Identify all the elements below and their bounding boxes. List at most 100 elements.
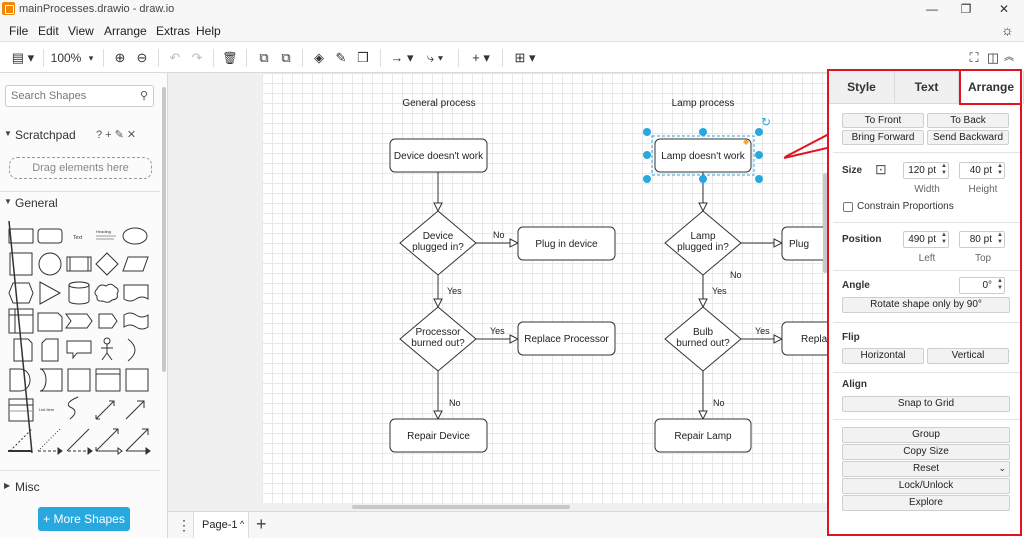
fill-color-icon[interactable]: ◈ [314, 50, 324, 65]
zoom-dropdown-icon[interactable]: ▾ [88, 53, 94, 63]
group-button[interactable]: Group [842, 427, 1010, 443]
search-shapes-input[interactable]: Search Shapes ⚲ [5, 85, 154, 107]
lamp-a1-label: Plug [789, 239, 809, 250]
angle-input[interactable]: 0°▲▼ [959, 277, 1005, 294]
general-shapes-grid[interactable]: Text Heading [4, 221, 158, 461]
lamp-q2-line1: Bulb [693, 327, 713, 338]
lamp-no-label-1: No [730, 270, 742, 280]
flip-horizontal-button[interactable]: Horizontal [842, 348, 924, 364]
shapes-sidebar: Search Shapes ⚲ ▼ Scratchpad ? + ✎ ✕ Dra… [0, 73, 168, 538]
delete-icon[interactable]: 🗑 [222, 51, 238, 65]
zoom-out-icon[interactable]: ⊖ [136, 50, 148, 65]
bring-forward-button[interactable]: Bring Forward [842, 130, 924, 145]
general-no-label-1: No [493, 230, 505, 240]
general-header[interactable]: ▼ General [0, 193, 160, 215]
fullscreen-icon[interactable]: ⛶ [969, 50, 979, 65]
align-label: Align [842, 379, 867, 390]
shape-step [65, 313, 93, 329]
menu-extras[interactable]: Extras [156, 24, 191, 38]
settings-icon[interactable]: ☼ [1001, 22, 1014, 38]
autosize-icon[interactable]: ⊡ [875, 161, 887, 177]
explore-button[interactable]: Explore [842, 495, 1010, 511]
shape-list [95, 368, 121, 392]
zoom-select[interactable]: 100% [50, 51, 82, 65]
close-window-button[interactable]: ✕ [998, 2, 1010, 16]
lock-unlock-button[interactable]: Lock/Unlock [842, 478, 1010, 494]
shape-delay [9, 368, 31, 392]
canvas-horizontal-scrollbar[interactable] [352, 505, 570, 509]
pages-menu-icon[interactable]: ⋮ [177, 517, 191, 533]
tab-text[interactable]: Text [895, 71, 959, 104]
flip-vertical-button[interactable]: Vertical [927, 348, 1009, 364]
shape-curve [67, 396, 79, 420]
tab-style[interactable]: Style [829, 71, 895, 104]
menu-help[interactable]: Help [196, 24, 221, 38]
lamp-replace-node[interactable] [781, 321, 828, 356]
menu-file[interactable]: File [9, 24, 29, 38]
table-icon[interactable]: ⊞ ▾ [514, 50, 536, 65]
connection-style-icon[interactable]: → ▾ [390, 50, 414, 65]
shape-arrow [125, 400, 145, 420]
redo-icon[interactable]: ↷ [191, 50, 203, 65]
constrain-proportions-checkbox[interactable] [843, 202, 853, 212]
general-replace-node[interactable] [517, 321, 616, 356]
copy-size-button[interactable]: Copy Size [842, 444, 1010, 460]
maximize-button[interactable]: ❐ [960, 2, 972, 16]
scratchpad-header[interactable]: ▼ Scratchpad ? + ✎ ✕ [0, 125, 160, 147]
shape-card [41, 338, 59, 362]
shape-square [9, 252, 33, 276]
to-back-icon[interactable]: ⧉ [281, 50, 291, 65]
more-shapes-button[interactable]: + More Shapes [38, 507, 130, 531]
line-color-icon[interactable]: ✎ [335, 50, 347, 65]
sidebar-scrollbar[interactable] [162, 87, 166, 372]
connector-shapes-row[interactable] [6, 445, 156, 457]
to-front-icon[interactable]: ⧉ [259, 50, 269, 65]
diagram-canvas[interactable]: General process Lamp process Device does… [168, 73, 828, 511]
height-input[interactable]: 40 pt▲▼ [959, 162, 1005, 179]
add-page-icon[interactable]: + [256, 514, 267, 534]
insert-icon[interactable]: + ▾ [472, 50, 490, 65]
canvas-vertical-scrollbar[interactable] [823, 173, 827, 273]
menu-edit[interactable]: Edit [38, 24, 59, 38]
reset-chevron-down-icon[interactable]: ⌄ [998, 463, 1006, 473]
page-tab-caret-icon[interactable]: ^ [240, 519, 245, 529]
lamp-q2-line2: burned out? [676, 338, 730, 349]
menu-view[interactable]: View [68, 24, 94, 38]
lamp-plug-node[interactable] [781, 226, 828, 261]
send-backward-button[interactable]: Send Backward [927, 130, 1009, 145]
diagram-svg[interactable]: General process Lamp process Device does… [168, 73, 828, 511]
page-tab[interactable]: Page-1 ^ [193, 512, 249, 538]
round-corner-handle-icon [743, 139, 749, 145]
snap-to-grid-button[interactable]: Snap to Grid [842, 396, 1010, 412]
width-input[interactable]: 120 pt▲▼ [903, 162, 949, 179]
to-back-button[interactable]: To Back [927, 113, 1009, 128]
waypoints-icon[interactable]: ⤷ ▾ [426, 50, 444, 65]
collapse-toolbar-icon[interactable]: ︽ [1004, 52, 1014, 63]
undo-icon[interactable]: ↶ [169, 50, 181, 65]
scratchpad-drop-area[interactable]: Drag elements here [9, 157, 152, 179]
top-input[interactable]: 80 pt▲▼ [959, 231, 1005, 248]
general-end-node[interactable] [389, 418, 488, 453]
tab-arrange[interactable]: Arrange [959, 71, 1024, 104]
zoom-in-icon[interactable]: ⊕ [114, 50, 126, 65]
general-no-label-2: No [449, 398, 461, 408]
lamp-start-label: Lamp doesn't work [661, 151, 746, 162]
reset-button[interactable]: Reset ⌄ [842, 461, 1010, 477]
shadow-icon[interactable]: ❒ [357, 50, 369, 65]
format-panel-icon[interactable]: ◫ [986, 50, 1000, 65]
format-panel-toggle-icon[interactable]: ▤ ▾ [11, 50, 35, 65]
shape-rectangle [8, 228, 34, 244]
general-plug-in-node[interactable] [517, 226, 616, 261]
to-front-button[interactable]: To Front [842, 113, 924, 128]
shape-rounded-rectangle [37, 228, 63, 244]
lamp-q1-line2: plugged in? [677, 242, 729, 253]
minimize-button[interactable]: — [926, 2, 938, 16]
menu-arrange[interactable]: Arrange [104, 24, 147, 38]
lamp-end-node[interactable] [654, 418, 752, 453]
left-input[interactable]: 490 pt▲▼ [903, 231, 949, 248]
rotate-handle-icon: ↻ [761, 115, 771, 129]
rotate-90-button[interactable]: Rotate shape only by 90° [842, 297, 1010, 313]
shape-cloud [94, 283, 119, 303]
scratchpad-actions-icons[interactable]: ? + ✎ ✕ [96, 129, 137, 141]
misc-header[interactable]: ▶ Misc [0, 477, 160, 499]
